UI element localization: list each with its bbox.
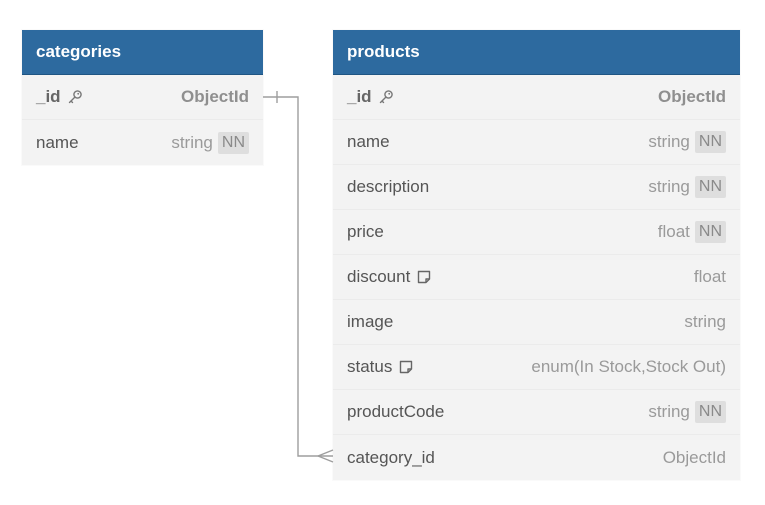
- field-type: ObjectId: [657, 87, 726, 106]
- key-icon: [378, 89, 394, 105]
- field-row-name[interactable]: name string NN: [22, 120, 263, 165]
- field-row-name[interactable]: name string NN: [333, 120, 740, 165]
- relationship-line: [263, 96, 333, 457]
- field-name: status: [347, 357, 393, 376]
- field-row-image[interactable]: image string: [333, 300, 740, 345]
- field-type: string: [648, 402, 690, 421]
- field-type: string: [684, 312, 726, 331]
- field-type: ObjectId: [180, 87, 249, 106]
- field-row-description[interactable]: description string NN: [333, 165, 740, 210]
- not-null-badge: NN: [694, 221, 726, 243]
- field-type: float: [693, 267, 726, 286]
- field-name: name: [36, 132, 79, 152]
- field-row-productcode[interactable]: productCode string NN: [333, 390, 740, 435]
- table-categories[interactable]: categories _id ObjectId name string NN: [22, 30, 263, 165]
- field-name: _id: [36, 87, 61, 106]
- field-type: string: [171, 132, 213, 152]
- field-row-category-id[interactable]: category_id ObjectId: [333, 435, 740, 480]
- field-type: string: [648, 177, 690, 196]
- table-title-categories[interactable]: categories: [22, 30, 263, 75]
- field-name: image: [347, 312, 394, 331]
- field-type: string: [648, 132, 690, 151]
- not-null-badge: NN: [694, 176, 726, 198]
- many-cardinality-mark-bottom: [317, 455, 334, 463]
- note-icon[interactable]: [416, 269, 432, 285]
- not-null-badge: NN: [217, 131, 249, 154]
- note-icon[interactable]: [398, 359, 414, 375]
- field-row-price[interactable]: price float NN: [333, 210, 740, 255]
- field-name: name: [347, 132, 390, 151]
- key-icon: [67, 89, 83, 105]
- table-title-products[interactable]: products: [333, 30, 740, 75]
- field-row-status[interactable]: status enum(In Stock,Stock Out): [333, 345, 740, 390]
- field-name: _id: [347, 87, 372, 106]
- field-name: category_id: [347, 447, 435, 467]
- many-cardinality-mark-top: [317, 449, 334, 457]
- field-name: productCode: [347, 402, 445, 421]
- not-null-badge: NN: [694, 401, 726, 423]
- field-name: discount: [347, 267, 411, 286]
- table-products[interactable]: products _id ObjectId name string NN des…: [333, 30, 740, 480]
- field-type: ObjectId: [662, 447, 726, 467]
- field-row-discount[interactable]: discount float: [333, 255, 740, 300]
- field-name: description: [347, 177, 430, 196]
- field-row-id[interactable]: _id ObjectId: [333, 75, 740, 120]
- field-row-id[interactable]: _id ObjectId: [22, 75, 263, 120]
- field-name: price: [347, 222, 384, 241]
- field-type: enum(In Stock,Stock Out): [531, 357, 726, 376]
- field-type: float: [657, 222, 690, 241]
- not-null-badge: NN: [694, 131, 726, 153]
